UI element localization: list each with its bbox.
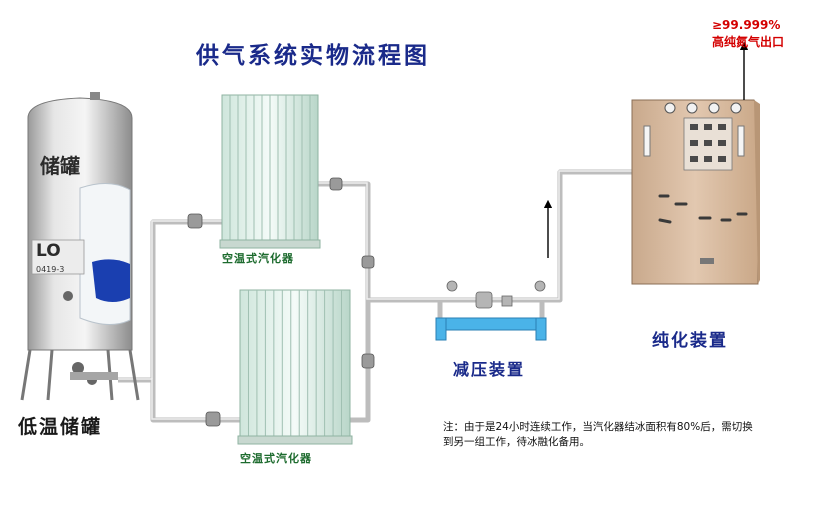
- outlet-purity: ≥99.999%: [712, 18, 781, 32]
- vaporizer-bottom-label: 空温式汽化器: [240, 452, 312, 465]
- tank-plate-text: LO: [36, 241, 61, 261]
- vaporizer-top: [219, 94, 321, 249]
- storage-tank: [20, 92, 140, 401]
- tank-name: 储罐: [40, 154, 80, 178]
- vaporizer-bottom: [237, 289, 353, 445]
- pipe-network: [118, 169, 632, 423]
- valve-icon[interactable]: [187, 177, 375, 427]
- tank-label: 低温储罐: [18, 416, 103, 438]
- footnote: 注：由于是24小时连续工作，当汽化器结冰面积有80%后，需切换到另一组工作，待冰…: [443, 421, 753, 448]
- purifier-label: 纯化装置: [652, 331, 728, 351]
- tank-serial: 0419-3: [36, 265, 64, 274]
- regulator-label: 减压装置: [453, 360, 526, 379]
- outlet-label: 高纯氮气出口: [712, 35, 785, 49]
- vaporizer-top-label: 空温式汽化器: [222, 252, 294, 265]
- diagram-title: 供气系统实物流程图: [196, 43, 430, 69]
- pressure-reducer: [435, 280, 547, 341]
- purifier-cabinet: [631, 99, 760, 285]
